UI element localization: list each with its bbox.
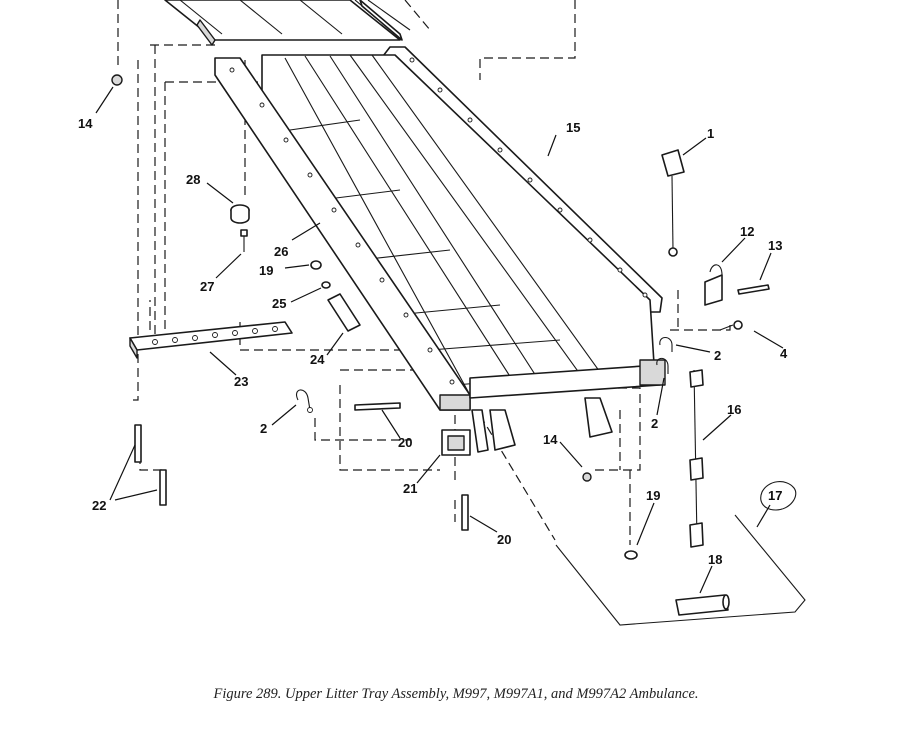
callout-17-circle: [760, 481, 797, 511]
callout-17: 17: [768, 488, 782, 503]
hardware-parts: [111, 74, 806, 626]
callout-20b: 20: [497, 532, 511, 547]
callout-4: 4: [780, 346, 788, 361]
callout-15: 15: [566, 120, 580, 135]
callout-16: 16: [727, 402, 741, 417]
callout-14b: 14: [543, 432, 558, 447]
callout-14a: 14: [78, 116, 93, 131]
callout-20a: 20: [398, 435, 412, 450]
callout-22: 22: [92, 498, 106, 513]
leader-lines: [95, 86, 784, 594]
hinge-plate: [129, 321, 293, 359]
callout-19a: 19: [259, 263, 273, 278]
callout-26: 26: [274, 244, 288, 259]
upper-tray-fragment: [164, 0, 411, 46]
callout-13: 13: [768, 238, 782, 253]
callout-2a: 2: [714, 348, 721, 363]
callout-23: 23: [234, 374, 248, 389]
callout-24: 24: [310, 352, 325, 367]
callout-27: 27: [200, 279, 214, 294]
callout-2c: 2: [651, 416, 658, 431]
callout-1: 1: [707, 126, 714, 141]
callout-28: 28: [186, 172, 200, 187]
callout-19b: 19: [646, 488, 660, 503]
rail-holes: [229, 57, 648, 385]
callout-12: 12: [740, 224, 754, 239]
callout-labels: 14 15 1 28 26 12 13 19 27 25 4 2 24 23 2…: [78, 116, 788, 567]
callout-21: 21: [403, 481, 417, 496]
callout-18: 18: [708, 552, 722, 567]
litter-tray-assembly: [214, 46, 666, 453]
callout-2b: 2: [260, 421, 267, 436]
figure-caption: Figure 289. Upper Litter Tray Assembly, …: [213, 686, 699, 702]
callout-25: 25: [272, 296, 286, 311]
